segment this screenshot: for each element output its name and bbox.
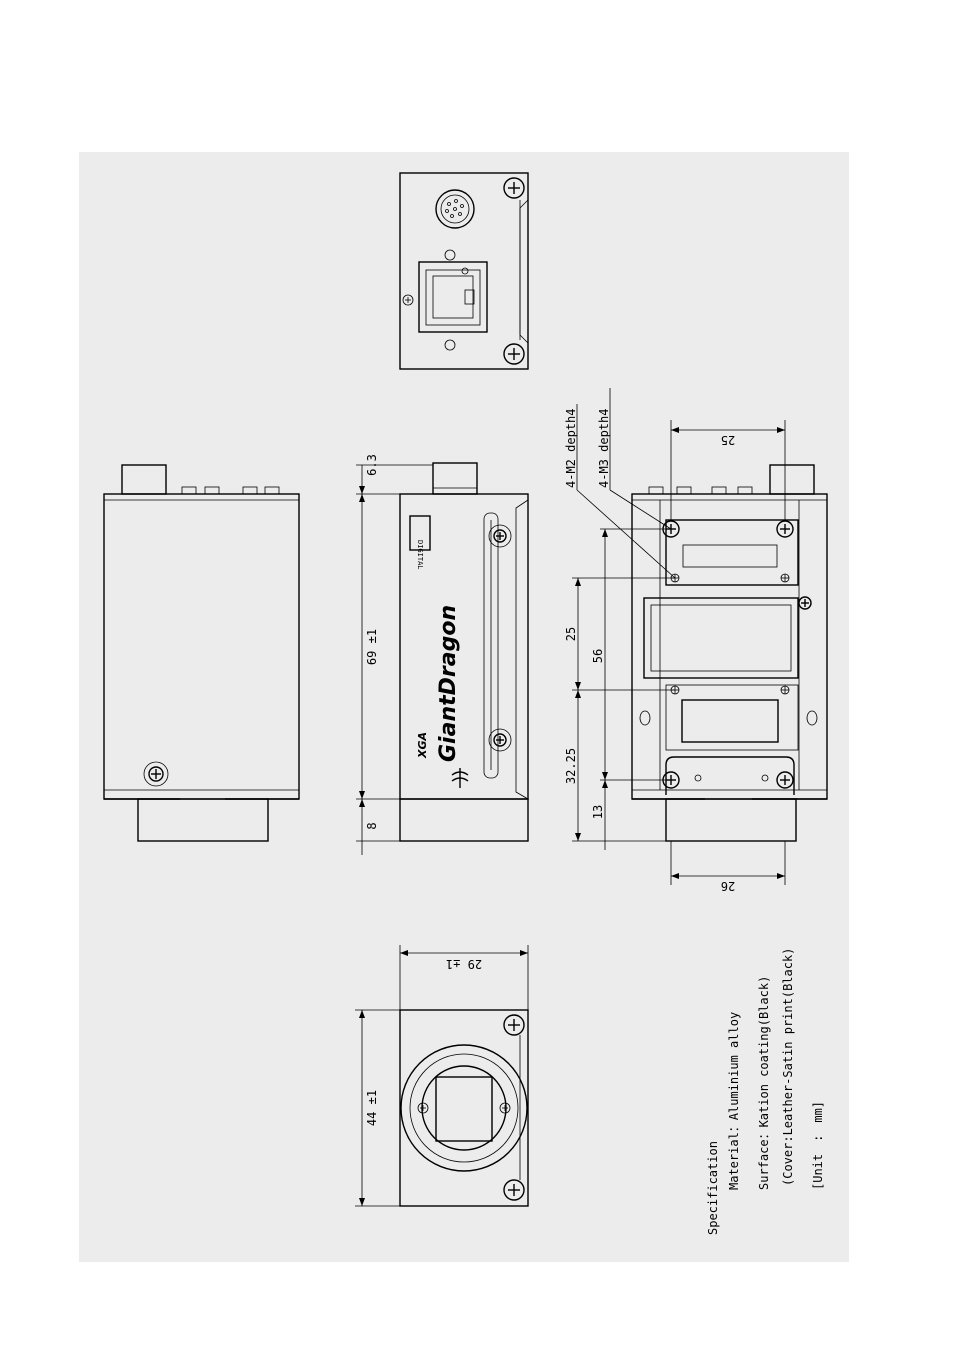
bottom-hole-spacing-dim: 26	[721, 879, 735, 893]
specification-block: Specification Material：Aluminium alloy S…	[706, 948, 825, 1235]
hole-callouts: 4-M2 depth4 4-M3 depth4	[564, 388, 676, 579]
screw-icon	[503, 177, 525, 199]
model-label: XGA	[416, 732, 429, 759]
screw-icon	[488, 524, 512, 548]
spec-cover: (Cover:Leather-Satin print(Black)	[781, 948, 795, 1186]
screw-icon	[798, 596, 812, 610]
top-view	[103, 464, 300, 842]
front-protrusion-dim: 8	[365, 822, 379, 829]
length-dim: 69 ±1	[365, 629, 379, 665]
top-hole-spacing-dim: 25	[721, 433, 735, 447]
spec-unit: [Unit : mm]	[811, 1101, 825, 1190]
bottom-view-dimensions: 25 26 25 32.25 56 13	[564, 420, 786, 893]
front-view-dimensions: 29 ±1 44 ±1	[355, 945, 529, 1207]
m3-callout: 4-M3 depth4	[597, 409, 611, 488]
rear-protrusion-dim: 6.3	[365, 454, 379, 476]
width-dim: 29 ±1	[446, 957, 482, 971]
side-view: DIGITAL GiantDragon XGA	[399, 462, 529, 842]
pitch-a-dim: 25	[564, 627, 578, 641]
badge-label: DIGITAL	[416, 540, 424, 570]
screw-icon	[143, 761, 169, 787]
screw-icon	[776, 771, 794, 789]
screw-icon	[499, 1102, 511, 1114]
screw-icon	[488, 728, 512, 752]
screw-icon	[503, 1179, 525, 1201]
spec-title: Specification	[706, 1141, 720, 1235]
spec-surface: Surface：Kation coating(Black)	[757, 976, 771, 1190]
spec-material: Material：Aluminium alloy	[727, 1012, 741, 1190]
front-view	[399, 1009, 529, 1207]
rear-view	[399, 172, 529, 370]
height-dim: 44 ±1	[365, 1090, 379, 1126]
screw-icon	[402, 294, 414, 306]
pitch-d-dim: 13	[591, 805, 605, 819]
digital-badge-icon	[409, 515, 431, 551]
pitch-c-dim: 32.25	[564, 748, 578, 784]
screw-icon	[503, 1014, 525, 1036]
m2-callout: 4-M2 depth4	[564, 409, 578, 488]
dragon-icon	[451, 768, 469, 788]
brand-logo: GiantDragon	[436, 605, 461, 762]
screw-icon	[776, 520, 794, 538]
pitch-b-dim: 56	[591, 649, 605, 663]
screw-icon	[503, 343, 525, 365]
length-dimensions: 6.3 69 ±1 8	[356, 454, 433, 855]
screw-icon	[417, 1102, 429, 1114]
